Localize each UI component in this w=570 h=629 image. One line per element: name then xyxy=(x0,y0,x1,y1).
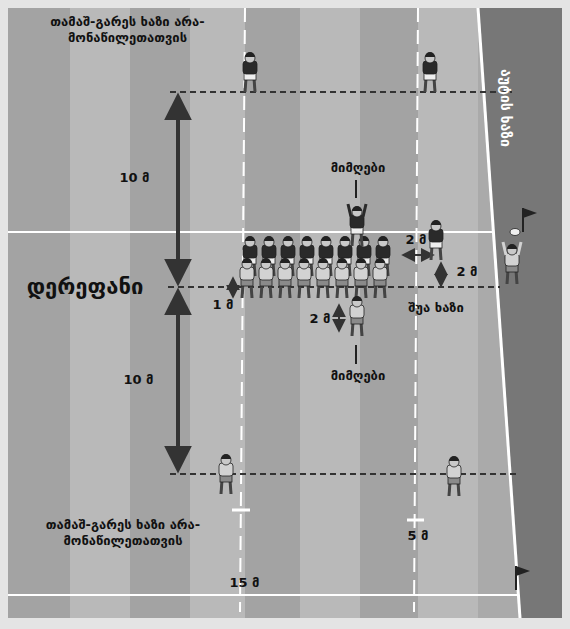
player xyxy=(219,454,233,494)
zone-label: დერეფანი xyxy=(10,273,160,301)
field-label: 10 მ xyxy=(112,170,157,186)
field-line xyxy=(8,594,518,596)
field-label: 5 მ xyxy=(398,528,438,544)
dimension-arrow xyxy=(176,293,180,468)
player xyxy=(278,258,292,298)
field-label: თამაშ-გარეს ხაზი არა-მონაწილეთათვის xyxy=(20,14,235,47)
field-label: 2 მ xyxy=(447,264,487,280)
fifteen-metre-line xyxy=(240,8,245,612)
dimension-arrow xyxy=(338,306,340,330)
player xyxy=(240,258,254,298)
offside-line xyxy=(170,91,512,93)
field-label: 2 მ xyxy=(396,232,436,248)
players xyxy=(219,52,521,496)
player xyxy=(354,258,368,298)
field-label: 1 მ xyxy=(205,297,241,313)
dimension-arrow xyxy=(232,279,234,296)
player xyxy=(316,258,330,298)
field-label: თამაშ-გარეს ხაზი არა-მონაწილეთათვის xyxy=(18,517,228,550)
flag xyxy=(516,566,530,590)
tick-mark xyxy=(407,519,424,522)
leader-line xyxy=(355,180,357,198)
field-label: მიმღები xyxy=(318,160,398,176)
player xyxy=(429,220,443,260)
line-of-touch xyxy=(168,286,500,288)
field-label: 15 მ xyxy=(222,575,267,591)
player xyxy=(350,296,364,336)
field-stripes xyxy=(8,8,478,618)
player xyxy=(259,258,273,298)
field-label: 10 მ xyxy=(116,372,161,388)
dimension-arrow xyxy=(440,264,442,285)
player xyxy=(348,204,366,246)
player xyxy=(243,52,257,92)
vertical-label: აუტის ხაზი xyxy=(496,69,514,147)
tick-mark xyxy=(232,509,250,512)
dimension-arrow xyxy=(176,98,180,281)
player xyxy=(335,258,349,298)
player xyxy=(373,258,387,298)
leader-line xyxy=(355,345,357,364)
field-ground xyxy=(8,8,562,618)
field-label: შუა ხაზი xyxy=(396,300,476,316)
flag xyxy=(523,208,537,232)
player xyxy=(297,258,311,298)
field-label: მიმღები xyxy=(318,368,398,384)
player xyxy=(447,456,461,496)
grass-stripe xyxy=(245,8,300,618)
touch-line xyxy=(478,8,520,618)
ball xyxy=(510,229,520,236)
touch-band xyxy=(478,8,562,618)
dimension-arrow xyxy=(404,254,432,256)
player xyxy=(503,242,521,284)
player xyxy=(423,52,437,92)
field-label: 2 მ xyxy=(302,311,338,327)
